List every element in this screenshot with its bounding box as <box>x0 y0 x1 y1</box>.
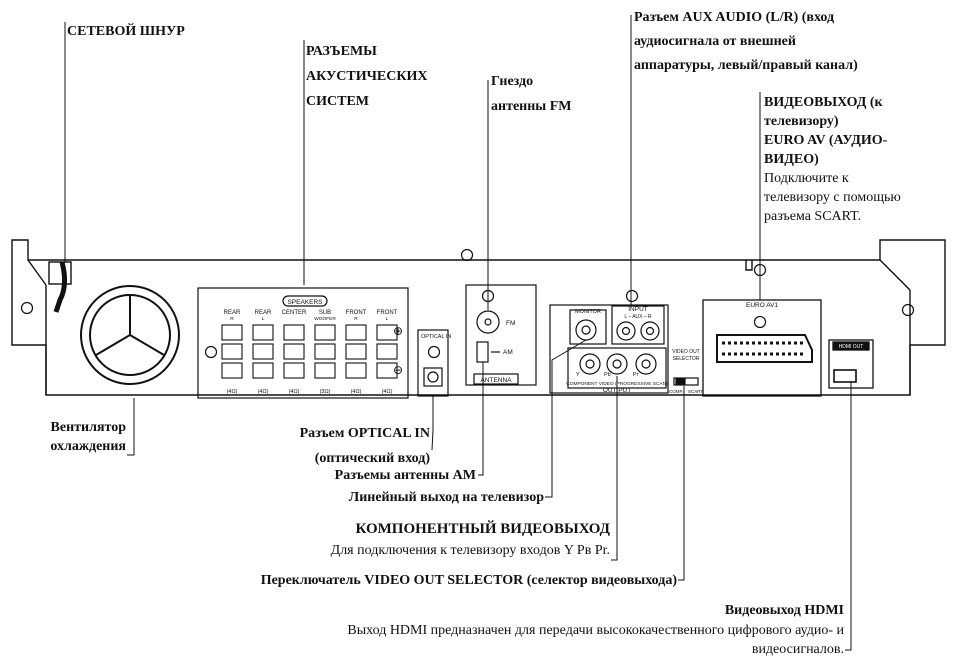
optical-in-callout: Разъем OPTICAL IN (оптический вход) <box>220 424 430 468</box>
euro-av-desc-3: разъема SCART. <box>764 209 862 224</box>
speaker-channel-ohm-0: (4Ω) <box>227 389 238 395</box>
euro-av-title-3: EURO AV (АУДИО- <box>764 133 888 148</box>
speaker-channel-sub-1: L <box>262 316 265 322</box>
video-out-selector-label-1: VIDEO OUT <box>672 349 700 355</box>
speaker-terminal-0 <box>221 324 243 379</box>
euro-av-desc-1: Подключите к <box>764 171 849 186</box>
euro-av-desc-2: телевизору с помощью <box>764 190 901 205</box>
optical-in-line-1: Разъем OPTICAL IN <box>299 426 430 441</box>
line-out-callout: Линейный выход на телевизор <box>348 490 544 505</box>
speaker-jacks-line-2: АКУСТИЧЕСКИХ <box>306 69 428 84</box>
speaker-channel-ohm-2: (4Ω) <box>289 389 300 395</box>
fan-callout: Вентилятор охлаждения <box>30 418 126 456</box>
fan-line-2: охлаждения <box>50 439 126 454</box>
speaker-channel-sub-0: R <box>230 316 234 322</box>
speaker-jacks-line-1: РАЗЪЕМЫ <box>306 44 377 59</box>
selector-position-comp: COMP. <box>669 389 683 394</box>
speaker-channel-name-5: FRONT <box>377 310 398 316</box>
euro-av-title-4: ВИДЕО) <box>764 152 819 167</box>
optical-in-label: OPTICAL IN <box>421 334 451 340</box>
monitor-label: MONITOR <box>575 309 601 315</box>
speaker-channel-name-2: CENTER <box>282 310 307 316</box>
speaker-terminal-4 <box>345 324 367 379</box>
speaker-terminal-1 <box>252 324 274 379</box>
pr-label: Pr <box>633 372 639 378</box>
speaker-channel-name-1: REAR <box>255 310 272 316</box>
plus-sign: ⊕ <box>393 324 403 338</box>
speaker-terminal-5 <box>376 324 398 379</box>
fm-jack-line-1: Гнездо <box>491 74 534 89</box>
aux-audio-line-1: Разъем AUX AUDIO (L/R) (вход <box>634 10 835 25</box>
euro-av1-label: EURO AV1 <box>746 302 778 309</box>
speaker-channel-ohm-5: (4Ω) <box>382 389 393 395</box>
speaker-channel-ohm-3: (3Ω) <box>320 389 331 395</box>
selector-position-scart: SCART <box>688 389 703 394</box>
speaker-channel-ohm-4: (4Ω) <box>351 389 362 395</box>
speaker-channel-sub-3: WOOFER <box>314 316 336 322</box>
aux-label: L – AUX – R <box>624 314 652 320</box>
optical-in-line-2: (оптический вход) <box>314 451 430 466</box>
speaker-channel-ohm-1: (4Ω) <box>258 389 269 395</box>
fm-jack-line-2: антенны FM <box>491 99 572 114</box>
am-label: AM <box>503 349 513 356</box>
hdmi-title-callout: Видеовыход HDMI <box>724 603 844 618</box>
euro-av-title-2: телевизору) <box>764 114 839 129</box>
aux-audio-callout: Разъем AUX AUDIO (L/R) (вход аудиосигнал… <box>634 8 858 75</box>
euro-av-scart-connector <box>702 299 822 397</box>
speaker-jacks-line-3: СИСТЕМ <box>306 94 369 109</box>
speaker-channel-name-0: REAR <box>224 310 241 316</box>
aux-audio-line-3: аппаратуры, левый/правый канал) <box>634 58 858 73</box>
component-title-callout: КОМПОНЕНТНЫЙ ВИДЕОВЫХОД <box>355 521 610 537</box>
power-cord-icon <box>48 261 72 313</box>
euro-av-title-1: ВИДЕОВЫХОД (к <box>764 95 883 110</box>
speaker-terminal-grid: REARR(4Ω)REARL(4Ω)CENTER(4Ω)SUBWOOFER(3Ω… <box>221 310 398 395</box>
aux-audio-line-2: аудиосигнала от внешней <box>634 34 796 49</box>
antenna-label: ANTENNA <box>480 377 512 384</box>
euro-av-callout: ВИДЕОВЫХОД (к телевизору) EURO AV (АУДИО… <box>764 93 901 226</box>
speaker-terminal-3 <box>314 324 336 379</box>
speaker-channel-name-3: SUB <box>319 310 331 316</box>
speaker-terminal-2 <box>283 324 305 379</box>
minus-sign: ⊖ <box>393 363 403 377</box>
speakers-panel-label: SPEAKERS <box>287 299 323 306</box>
antenna-jacks <box>465 284 537 386</box>
speaker-jacks-callout: РАЗЪЕМЫ АКУСТИЧЕСКИХ СИСТЕМ <box>306 42 427 111</box>
hdmi-desc-line-1: Выход HDMI предназначен для передачи выс… <box>347 623 844 638</box>
hdmi-desc-callout: Выход HDMI предназначен для передачи выс… <box>100 621 844 659</box>
video-out-selector-switch <box>673 377 699 386</box>
video-selector-callout: Переключатель VIDEO OUT SELECTOR (селект… <box>260 573 677 588</box>
power-cord-callout: СЕТЕВОЙ ШНУР <box>67 24 185 39</box>
y-label: Y <box>576 372 580 378</box>
component-desc-callout: Для подключения к телевизору входов Y Pв… <box>330 543 610 558</box>
speaker-channel-name-4: FRONT <box>346 310 367 316</box>
video-out-selector-label-2: SELECTOR <box>673 356 700 362</box>
speaker-channel-sub-5: L <box>386 316 389 322</box>
pb-label: Pb <box>604 372 611 378</box>
fm-label: FM <box>506 320 515 327</box>
fm-jack-callout: Гнездо антенны FM <box>491 72 572 116</box>
speaker-terminals <box>197 287 409 399</box>
speaker-channel-sub-4: R <box>354 316 358 322</box>
hdmi-desc-line-2: видеосигналов. <box>751 642 844 657</box>
input-label: INPUT <box>628 306 648 313</box>
hdmi-out-label: HDMI OUT <box>839 344 864 350</box>
am-jacks-callout: Разъемы антенны AM <box>334 468 476 483</box>
cooling-fan-icon <box>80 285 180 385</box>
fan-line-1: Вентилятор <box>50 420 126 435</box>
